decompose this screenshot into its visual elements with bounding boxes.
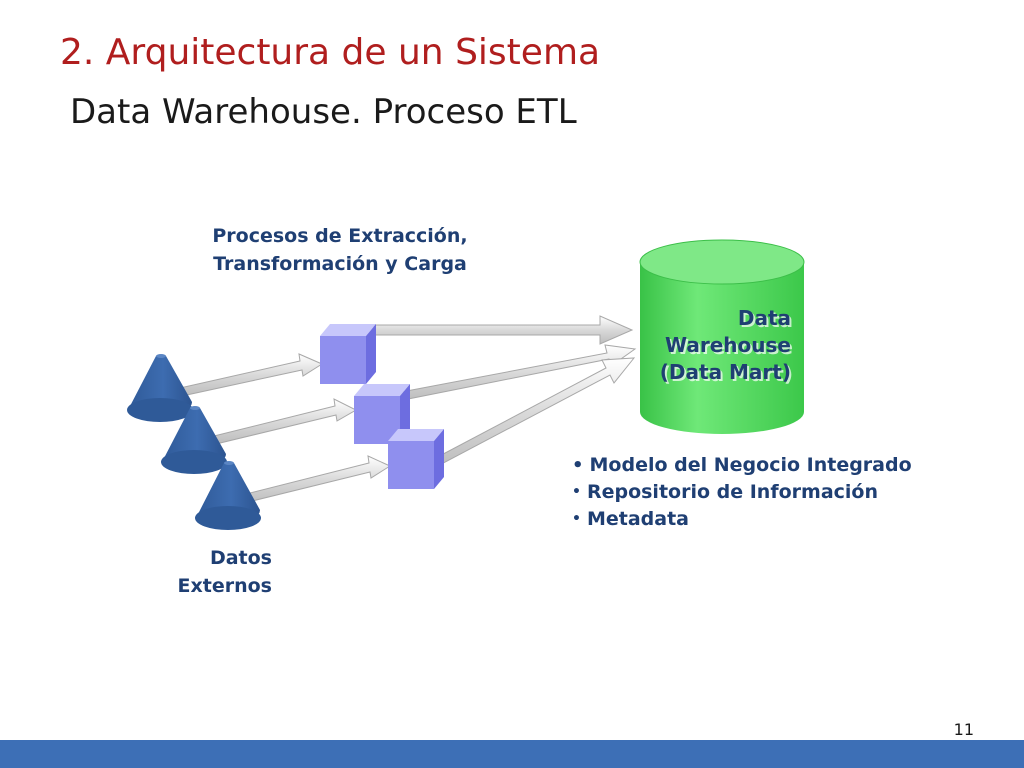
slide-page-number: 11 (953, 720, 974, 739)
feature-item: • Repositorio de Información (572, 479, 912, 506)
external-data-label: Datos Externos (150, 544, 272, 600)
slide-subtitle: Data Warehouse. Proceso ETL (70, 92, 577, 132)
feature-text: Modelo del Negocio Integrado (589, 454, 912, 476)
arrow-cube1-to-warehouse (373, 315, 634, 345)
data-source-cone-3 (195, 461, 261, 530)
external-data-line2: Externos (177, 575, 272, 597)
etl-process-cube-1 (320, 324, 376, 384)
external-data-line1: Datos (209, 547, 272, 569)
etl-process-label: Procesos de Extracción, Transformación y… (190, 222, 490, 278)
data-source-cone-2 (161, 406, 227, 474)
warehouse-label-line1: Data (737, 306, 791, 330)
feature-item: • Metadata (572, 506, 912, 533)
arrow-source2-to-cube2 (213, 398, 358, 445)
bullet-icon: • (572, 484, 581, 500)
feature-text: Repositorio de Información (586, 481, 878, 503)
arrow-cube2-to-warehouse (395, 344, 637, 402)
footer-bar (0, 740, 1024, 768)
feature-text: Metadata (586, 508, 689, 530)
feature-item: •Modelo del Negocio Integrado (572, 452, 912, 479)
warehouse-features-list: •Modelo del Negocio Integrado •Repositor… (572, 452, 912, 533)
etl-process-cube-3 (388, 429, 444, 489)
etl-label-line1: Procesos de Extracción, (212, 225, 468, 247)
warehouse-label-line3: (Data Mart) (659, 360, 791, 384)
data-warehouse-cylinder (639, 239, 805, 434)
arrow-cube3-to-warehouse (429, 357, 636, 469)
warehouse-label-line2: Warehouse (665, 333, 791, 357)
arrow-source1-to-cube1 (179, 353, 324, 397)
etl-label-line2: Transformación y Carga (213, 253, 467, 275)
bullet-icon: • (572, 455, 584, 476)
data-source-cone-1 (127, 354, 193, 422)
slide-title: 2. Arquitectura de un Sistema (60, 32, 601, 73)
bullet-icon: • (572, 511, 581, 527)
arrow-source3-to-cube3 (237, 455, 392, 505)
data-warehouse-label: Data Warehouse (Data Mart) (641, 305, 791, 386)
